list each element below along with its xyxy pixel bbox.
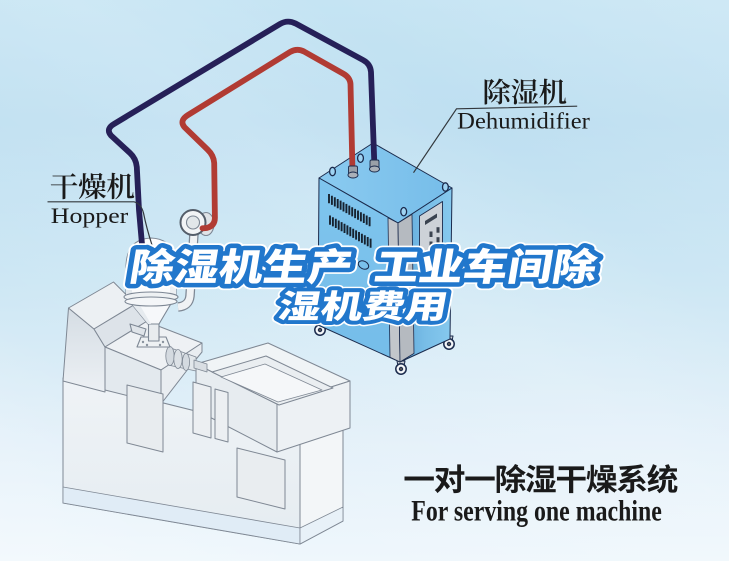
svg-text:For serving one machine: For serving one machine (411, 495, 662, 528)
svg-text:Dehumidifier: Dehumidifier (457, 108, 590, 133)
svg-text:Hopper: Hopper (51, 203, 129, 228)
